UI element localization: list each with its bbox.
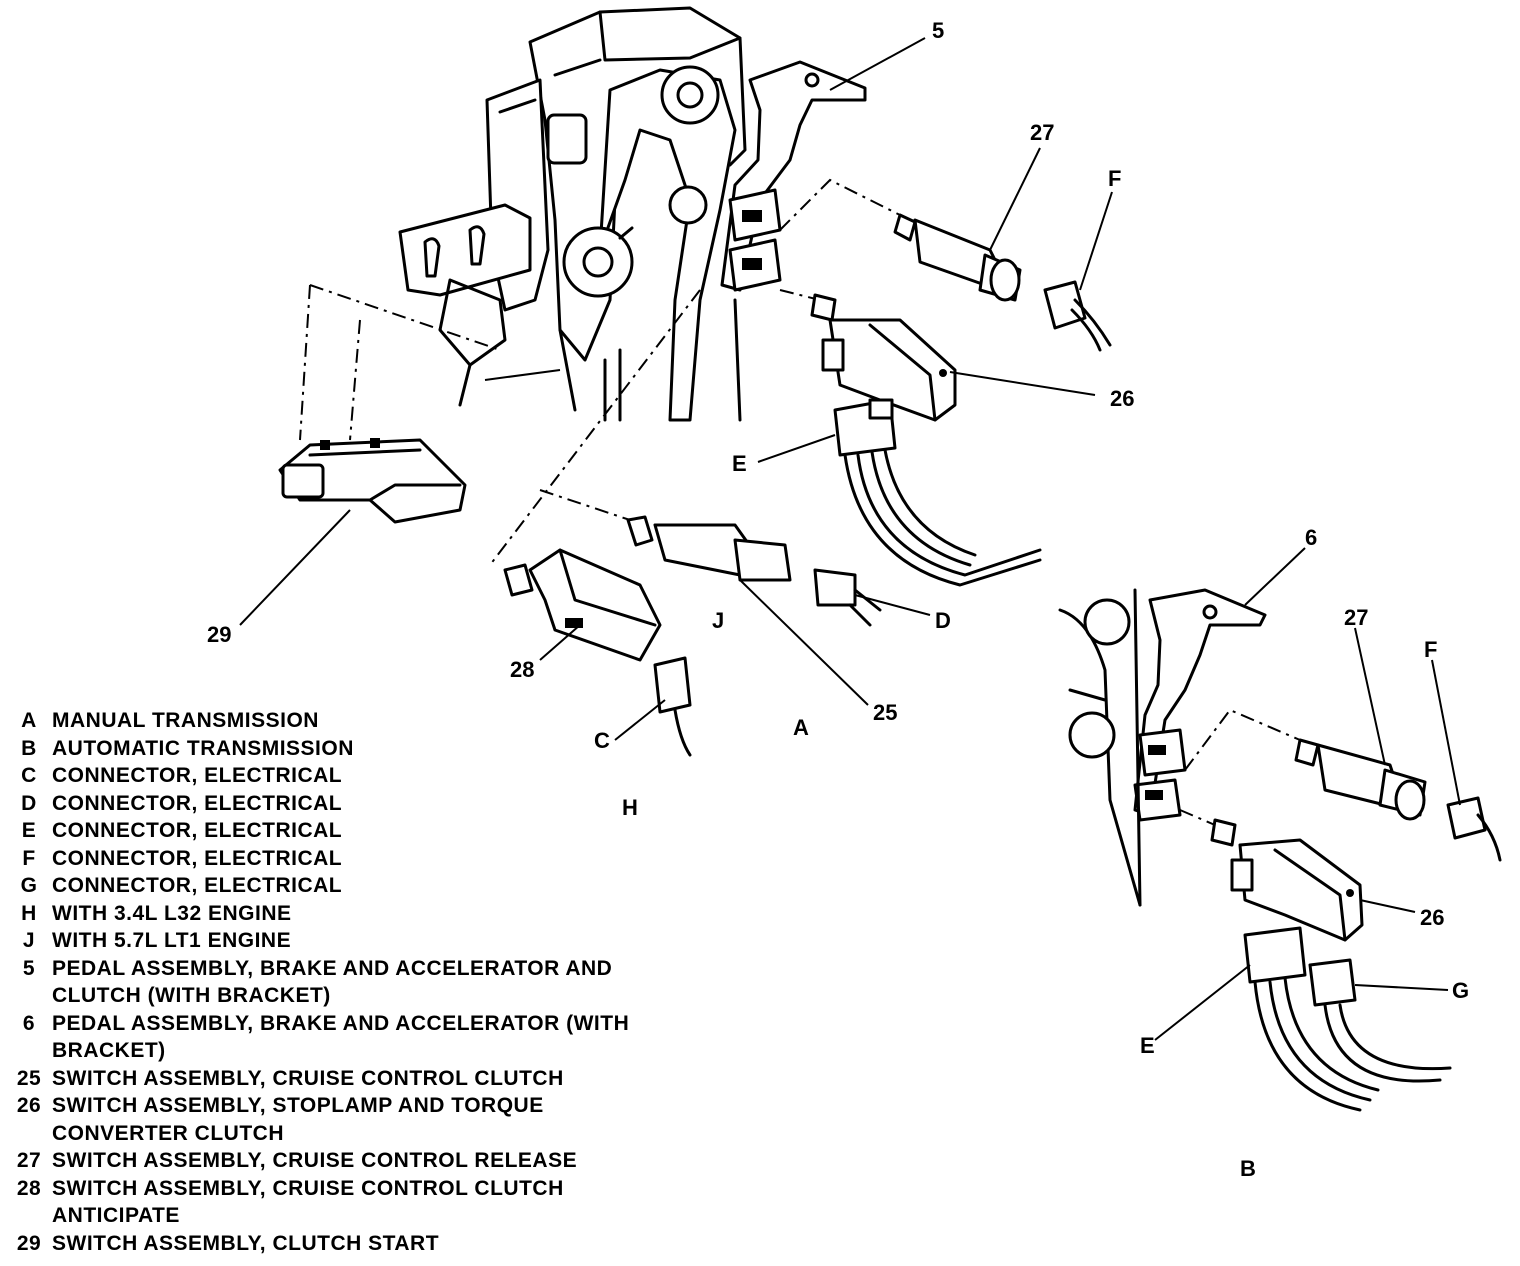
legend-item: 29 SWITCH ASSEMBLY, CLUTCH START xyxy=(6,1230,766,1258)
legend-key: 29 xyxy=(16,1231,42,1255)
connector-c xyxy=(653,656,692,757)
legend-key: 5 xyxy=(22,956,36,980)
callout-b: B xyxy=(1240,1156,1256,1181)
parts-legend: A MANUAL TRANSMISSION B AUTOMATIC TRANSMISS… xyxy=(6,707,766,1257)
legend-text: SWITCH ASSEMBLY, STOPLAMP AND TORQUE CON… xyxy=(52,1094,544,1145)
callout-27-a: 27 xyxy=(1030,120,1054,145)
pedal-assembly-a xyxy=(398,6,867,422)
legend-item: C CONNECTOR, ELECTRICAL xyxy=(6,762,766,790)
legend-text: PEDAL ASSEMBLY, BRAKE AND ACCELERATOR (W… xyxy=(52,1011,630,1063)
legend-item: 25 SWITCH ASSEMBLY, CRUISE CONTROL CLUTCH xyxy=(6,1065,766,1093)
legend-key: H xyxy=(21,901,37,925)
stoplamp-switch-26-a xyxy=(810,293,957,422)
legend-item: E CONNECTOR, ELECTRICAL xyxy=(6,817,766,845)
legend-key: J xyxy=(22,929,36,952)
legend-item: H WITH 3.4L L32 ENGINE xyxy=(6,900,766,928)
callout-29: 29 xyxy=(207,622,231,647)
legend-item: D CONNECTOR, ELECTRICAL xyxy=(6,790,766,818)
callout-h: H xyxy=(622,795,638,820)
cruise-release-switch-27-b xyxy=(1294,738,1427,821)
callout-c: C xyxy=(594,728,610,753)
legend-item: 28 SWITCH ASSEMBLY, CRUISE CONTROL CLUTCH… xyxy=(6,1175,766,1230)
legend-item: 27 SWITCH ASSEMBLY, CRUISE CONTROL RELEAS… xyxy=(6,1147,766,1175)
callout-d: D xyxy=(935,608,951,633)
legend-text: SWITCH ASSEMBLY, CRUISE CONTROL CLUTCH A… xyxy=(52,1176,564,1228)
callout-6: 6 xyxy=(1305,525,1317,550)
legend-text: CONNECTOR, ELECTRICAL xyxy=(52,846,343,870)
legend-text: WITH 5.7L LT1 ENGINE xyxy=(52,929,292,952)
legend-item: A MANUAL TRANSMISSION xyxy=(6,707,766,735)
cruise-release-switch-27-a xyxy=(893,213,1022,302)
callout-e-a: E xyxy=(732,451,747,476)
clutch-start-switch-29 xyxy=(278,438,467,524)
legend-key: 6 xyxy=(22,1011,36,1035)
legend-item: 26 SWITCH ASSEMBLY, STOPLAMP AND TORQUE C… xyxy=(6,1092,766,1147)
callout-27-b: 27 xyxy=(1344,605,1368,630)
callout-a: A xyxy=(793,715,809,740)
legend-text: AUTOMATIC TRANSMISSION xyxy=(52,736,354,760)
callout-26-a: 26 xyxy=(1110,386,1134,411)
legend-text: MANUAL TRANSMISSION xyxy=(52,709,319,732)
legend-key: E xyxy=(21,819,37,842)
callout-25: 25 xyxy=(873,700,897,725)
legend-text: SWITCH ASSEMBLY, CRUISE CONTROL RELEASE xyxy=(52,1149,578,1172)
legend-text: CONNECTOR, ELECTRICAL xyxy=(52,819,343,842)
legend-key: A xyxy=(21,709,37,732)
legend-item: G CONNECTOR, ELECTRICAL xyxy=(6,872,766,900)
connector-d xyxy=(813,568,882,627)
callout-f-b: F xyxy=(1424,637,1437,662)
leader-lines xyxy=(239,37,1461,1041)
legend-key: C xyxy=(21,764,37,787)
callout-f-a: F xyxy=(1108,166,1121,191)
callout-g: G xyxy=(1452,978,1469,1003)
legend-key: F xyxy=(22,846,36,870)
legend-text: CONNECTOR, ELECTRICAL xyxy=(52,874,343,897)
callout-j: J xyxy=(712,608,724,633)
legend-key: B xyxy=(21,736,37,760)
legend-key: D xyxy=(21,791,37,815)
legend-text: CONNECTOR, ELECTRICAL xyxy=(52,764,343,787)
connector-f-a xyxy=(1043,280,1112,352)
legend-item: F CONNECTOR, ELECTRICAL xyxy=(6,845,766,873)
legend-text: CONNECTOR, ELECTRICAL xyxy=(52,791,343,815)
legend-key: G xyxy=(20,874,38,897)
legend-item: 6 PEDAL ASSEMBLY, BRAKE AND ACCELERATOR (… xyxy=(6,1010,766,1065)
cruise-clutch-switch-25 xyxy=(626,515,792,582)
legend-key: 25 xyxy=(16,1066,42,1090)
callout-26-b: 26 xyxy=(1420,905,1444,930)
connector-g xyxy=(1308,958,1452,1083)
connector-f-b xyxy=(1446,796,1502,862)
legend-text: SWITCH ASSEMBLY, CLUTCH START xyxy=(52,1231,440,1255)
legend-text: WITH 3.4L L32 ENGINE xyxy=(52,901,292,925)
legend-key: 26 xyxy=(16,1094,42,1117)
legend-item: J WITH 5.7L LT1 ENGINE xyxy=(6,927,766,955)
callout-28: 28 xyxy=(510,657,534,682)
callout-e-b: E xyxy=(1140,1033,1155,1058)
legend-key: 27 xyxy=(16,1149,42,1172)
callout-5: 5 xyxy=(932,18,944,43)
legend-item: 5 PEDAL ASSEMBLY, BRAKE AND ACCELERATOR A… xyxy=(6,955,766,1010)
stoplamp-switch-26-b xyxy=(1210,818,1364,942)
legend-key: 28 xyxy=(16,1176,42,1200)
connector-e-b xyxy=(1243,926,1380,1112)
legend-item: B AUTOMATIC TRANSMISSION xyxy=(6,735,766,763)
legend-text: PEDAL ASSEMBLY, BRAKE AND ACCELERATOR AN… xyxy=(52,956,613,1008)
legend-text: SWITCH ASSEMBLY, CRUISE CONTROL CLUTCH xyxy=(52,1066,564,1090)
pedal-assembly-b xyxy=(1058,588,1267,907)
connector-e-a xyxy=(833,398,1042,587)
anticipate-switch-28 xyxy=(503,548,662,662)
